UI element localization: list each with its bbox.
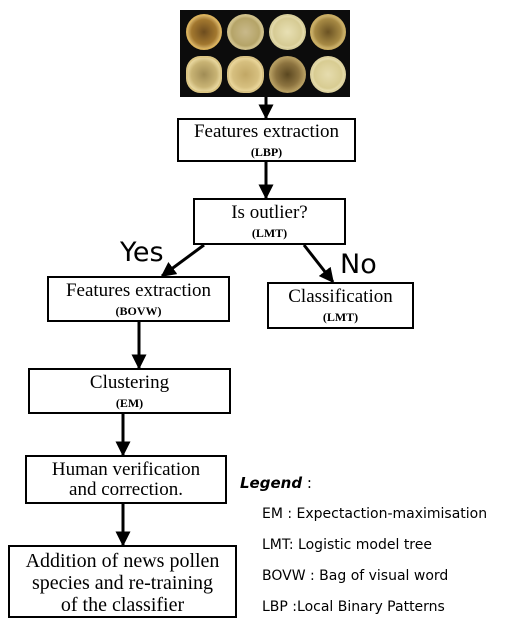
outlier-decision-title: Is outlier? xyxy=(231,202,308,223)
yes-label: Yes xyxy=(120,237,164,268)
human-verification-line1: Human verification xyxy=(51,459,201,480)
pollen-grain xyxy=(269,14,306,50)
arrow-outlier-to-classification xyxy=(302,244,335,284)
lbp-extraction-title: Features extraction xyxy=(193,121,340,142)
addition-retraining-box: Addition of news pollen species and re-t… xyxy=(8,545,237,618)
outlier-decision-sub: (LMT) xyxy=(251,226,288,240)
addition-retraining-line1: Addition of news pollen xyxy=(25,550,220,572)
legend-title-colon: : xyxy=(302,474,312,492)
bovw-extraction-sub: (BOVW) xyxy=(115,304,162,318)
clustering-sub: (EM) xyxy=(115,396,144,410)
legend-item-lmt: LMT: Logistic model tree xyxy=(262,537,432,553)
outlier-decision-box: Is outlier? (LMT) xyxy=(193,198,346,245)
pollen-grain xyxy=(186,14,222,50)
human-verification-box: Human verification and correction. xyxy=(25,455,227,504)
classification-sub: (LMT) xyxy=(322,310,359,324)
legend-title: Legend : xyxy=(240,474,312,492)
legend-item-bovw: BOVW : Bag of visual word xyxy=(262,568,449,584)
pollen-grain xyxy=(227,56,264,93)
clustering-title: Clustering xyxy=(89,372,170,393)
pollen-grain xyxy=(269,56,306,93)
lbp-extraction-sub: (LBP) xyxy=(250,145,283,159)
bovw-extraction-box: Features extraction (BOVW) xyxy=(47,276,230,322)
pollen-grain xyxy=(310,56,346,93)
lbp-extraction-box: Features extraction (LBP) xyxy=(177,118,356,162)
legend-title-text: Legend xyxy=(240,474,303,492)
human-verification-line2: and correction. xyxy=(69,479,183,500)
addition-retraining-line2: species and re-training xyxy=(31,572,214,594)
clustering-box: Clustering (EM) xyxy=(28,368,231,414)
bovw-extraction-title: Features extraction xyxy=(65,280,212,301)
arrow-outlier-to-bovw xyxy=(160,243,205,278)
pollen-grain xyxy=(227,14,264,50)
classification-box: Classification (LMT) xyxy=(267,282,414,329)
legend-item-lbp: LBP :Local Binary Patterns xyxy=(262,599,445,615)
classification-title: Classification xyxy=(288,286,393,307)
pollen-grain xyxy=(186,56,222,93)
legend-item-em: EM : Expectaction-maximisation xyxy=(262,506,488,522)
no-label: No xyxy=(340,249,377,280)
pollen-grains-photo xyxy=(180,10,350,97)
pollen-grain xyxy=(310,14,346,50)
addition-retraining-line3: of the classifier xyxy=(60,594,185,616)
